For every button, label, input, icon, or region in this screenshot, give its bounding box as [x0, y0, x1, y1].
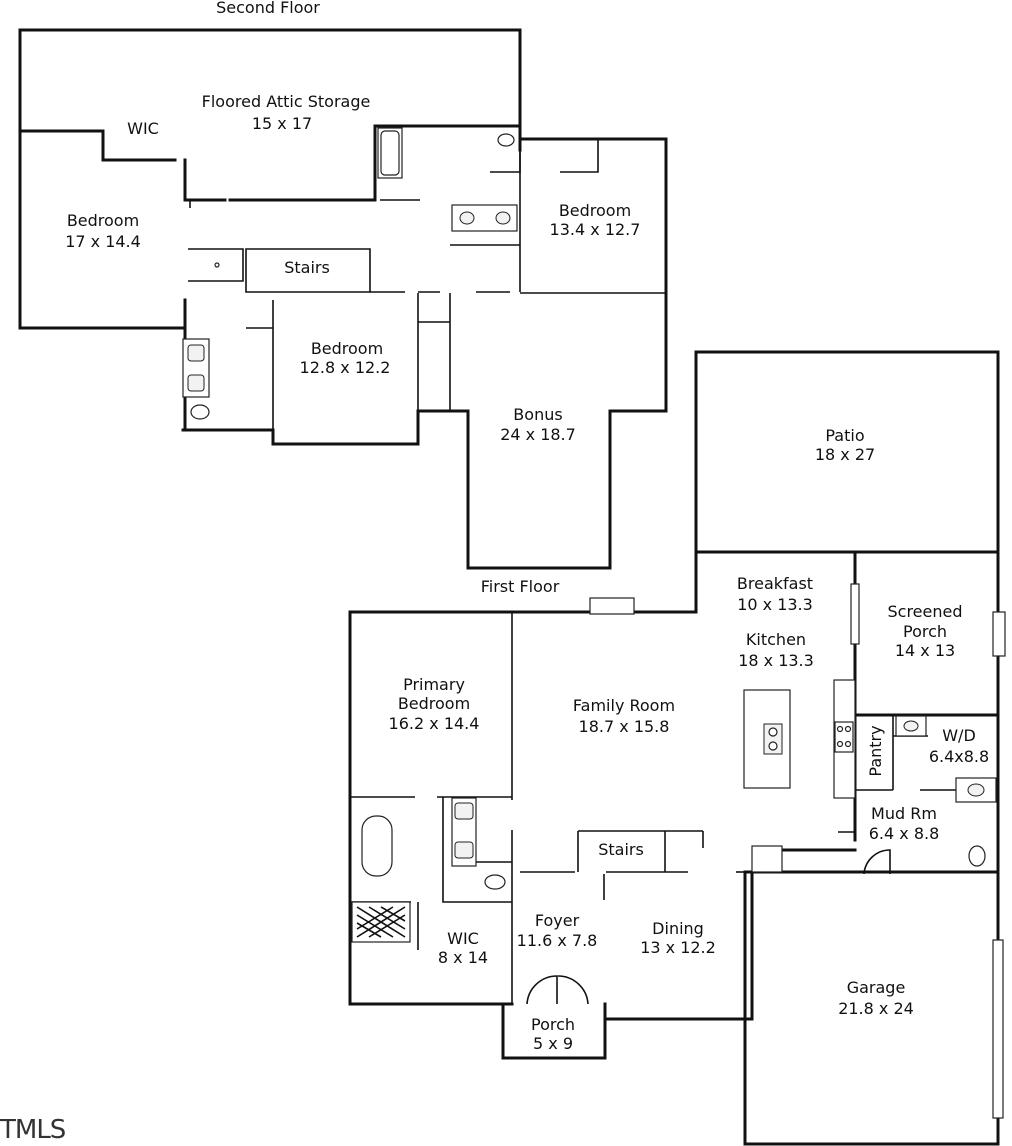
second-floor-walls — [18, 28, 668, 570]
svg-text:6.4x8.8: 6.4x8.8 — [929, 747, 989, 766]
watermark-logo: TMLS — [0, 1115, 66, 1145]
room-bedroom-13x12: Bedroom 13.4 x 12.7 — [550, 201, 641, 239]
svg-text:Screened: Screened — [887, 602, 962, 621]
svg-text:Primary: Primary — [403, 675, 465, 694]
svg-text:Bedroom: Bedroom — [398, 694, 470, 713]
svg-text:W/D: W/D — [942, 726, 976, 745]
room-garage: Garage 21.8 x 24 — [838, 978, 914, 1018]
room-floored-attic-storage: Floored Attic Storage 15 x 17 — [202, 92, 371, 133]
svg-text:Stairs: Stairs — [598, 840, 644, 859]
svg-text:14 x 13: 14 x 13 — [895, 641, 955, 660]
room-mud-room: Mud Rm 6.4 x 8.8 — [869, 804, 940, 843]
svg-text:5 x 9: 5 x 9 — [533, 1034, 573, 1053]
svg-text:Pantry: Pantry — [866, 725, 885, 776]
garage-door-icon — [992, 939, 1004, 1119]
room-kitchen: Kitchen 18 x 13.3 — [738, 630, 814, 670]
room-pantry: Pantry — [866, 725, 885, 776]
svg-text:Dining: Dining — [652, 919, 704, 938]
svg-text:8 x 14: 8 x 14 — [438, 948, 488, 967]
svg-text:13.4 x 12.7: 13.4 x 12.7 — [550, 220, 641, 239]
room-bonus: Bonus 24 x 18.7 — [500, 405, 576, 444]
room-bedroom-17x14: Bedroom 17 x 14.4 — [65, 211, 141, 251]
second-floor-stairs: Stairs — [284, 258, 330, 277]
toilet-icon — [190, 404, 210, 420]
svg-text:Bonus: Bonus — [513, 405, 562, 424]
svg-text:24 x 18.7: 24 x 18.7 — [500, 425, 576, 444]
svg-text:21.8 x 24: 21.8 x 24 — [838, 999, 914, 1018]
toilet-icon — [484, 874, 506, 890]
svg-text:Floored Attic Storage: Floored Attic Storage — [202, 92, 371, 111]
svg-text:17 x 14.4: 17 x 14.4 — [65, 232, 141, 251]
room-breakfast: Breakfast 10 x 13.3 — [737, 574, 813, 614]
svg-text:Foyer: Foyer — [535, 911, 580, 930]
svg-text:15 x 17: 15 x 17 — [252, 114, 312, 133]
svg-text:18 x 27: 18 x 27 — [815, 445, 875, 464]
room-second-floor-wic: WIC — [127, 119, 159, 138]
svg-text:11.6 x 7.8: 11.6 x 7.8 — [517, 931, 598, 950]
svg-text:10 x 13.3: 10 x 13.3 — [737, 595, 813, 614]
room-dining: Dining 13 x 12.2 — [640, 919, 716, 957]
first-floor-walls — [348, 350, 1000, 1146]
svg-text:18.7 x 15.8: 18.7 x 15.8 — [579, 717, 670, 736]
svg-text:Mud Rm: Mud Rm — [871, 804, 937, 823]
room-porch: Porch 5 x 9 — [531, 1015, 575, 1053]
first-floor-stairs: Stairs — [598, 840, 644, 859]
window-icon — [992, 611, 1006, 657]
shower-drain-icon — [214, 262, 220, 268]
window-icon — [850, 583, 860, 645]
first-floor-fixtures — [351, 583, 1006, 1119]
room-family-room: Family Room 18.7 x 15.8 — [573, 696, 675, 736]
svg-text:18 x 13.3: 18 x 13.3 — [738, 651, 814, 670]
svg-text:Stairs: Stairs — [284, 258, 330, 277]
front-door-icon — [526, 975, 558, 1005]
svg-text:Kitchen: Kitchen — [746, 630, 806, 649]
room-foyer: Foyer 11.6 x 7.8 — [517, 911, 598, 950]
svg-text:16.2 x 14.4: 16.2 x 14.4 — [389, 714, 480, 733]
svg-text:Porch: Porch — [531, 1015, 575, 1034]
svg-text:Family Room: Family Room — [573, 696, 675, 715]
svg-text:Patio: Patio — [825, 426, 864, 445]
window-icon — [589, 597, 635, 615]
room-patio: Patio 18 x 27 — [815, 426, 875, 464]
svg-text:Bedroom: Bedroom — [311, 339, 383, 358]
room-laundry: W/D 6.4x8.8 — [929, 726, 989, 766]
cabinet-icon — [751, 845, 783, 873]
svg-text:Bedroom: Bedroom — [559, 201, 631, 220]
svg-text:Breakfast: Breakfast — [737, 574, 813, 593]
room-primary-bedroom: Primary Bedroom 16.2 x 14.4 — [389, 675, 480, 733]
mudroom-door-icon — [863, 849, 891, 875]
svg-text:6.4 x 8.8: 6.4 x 8.8 — [869, 824, 940, 843]
svg-text:Bedroom: Bedroom — [67, 211, 139, 230]
first-floor-label: First Floor — [481, 577, 560, 596]
svg-text:12.8 x 12.2: 12.8 x 12.2 — [300, 358, 391, 377]
toilet-icon — [968, 845, 986, 867]
room-first-floor-wic: WIC 8 x 14 — [438, 929, 488, 967]
range-icon — [834, 721, 854, 753]
room-screened-porch: Screened Porch 14 x 13 — [887, 602, 962, 660]
svg-text:13 x 12.2: 13 x 12.2 — [640, 938, 716, 957]
room-bedroom-12x12: Bedroom 12.8 x 12.2 — [300, 339, 391, 377]
second-floor-label: Second Floor — [216, 0, 320, 17]
sink-icon — [955, 777, 997, 803]
bathtub-icon — [361, 815, 393, 877]
svg-text:WIC: WIC — [447, 929, 479, 948]
svg-text:Porch: Porch — [903, 622, 947, 641]
second-floor-fixtures — [182, 127, 518, 420]
svg-text:WIC: WIC — [127, 119, 159, 138]
toilet-icon — [497, 133, 515, 147]
svg-text:Garage: Garage — [847, 978, 906, 997]
